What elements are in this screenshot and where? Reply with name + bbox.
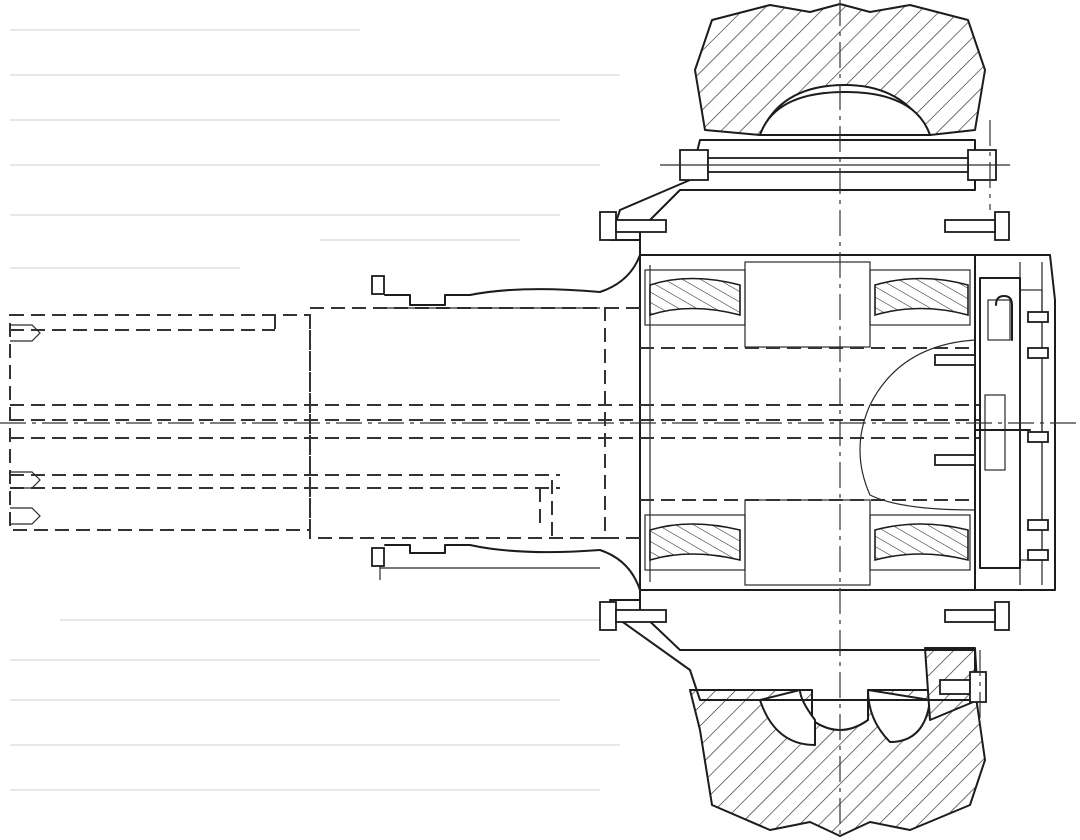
- bearing-spacers: [744, 261, 871, 586]
- bearing-top-right: [869, 269, 971, 326]
- flange-bolt-bottom-right: [944, 601, 1010, 631]
- seal-collar-top: [384, 288, 601, 309]
- shaft-end-holes: [10, 324, 41, 525]
- end-cap-screws: [934, 311, 1049, 561]
- tie-bolt-top: [660, 149, 1010, 181]
- flange-bolt-bottom-left: [599, 601, 667, 631]
- seal-collar-bottom: [379, 544, 601, 580]
- bearing-bottom-right: [869, 514, 971, 571]
- flange-bolt-top-left: [599, 211, 667, 241]
- tie-bolt-bottom: [939, 671, 987, 703]
- collar-screws: [371, 275, 385, 567]
- bearing-top-left: [644, 269, 746, 326]
- scan-bleed-through: [10, 29, 620, 791]
- wheel-rim-top-section: [694, 3, 986, 136]
- wheel-rim-bottom-section: [689, 647, 986, 837]
- flange-bolt-top-right: [944, 211, 1010, 241]
- axle-shaft: [9, 307, 980, 540]
- bearing-bottom-left: [644, 514, 746, 571]
